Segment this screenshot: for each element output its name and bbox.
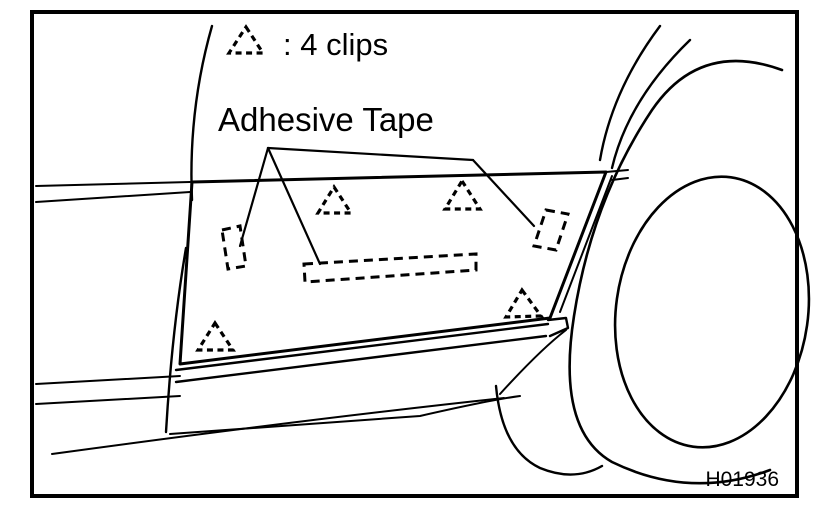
legend-clip-icon [226,24,266,55]
panel-lower-edge-2 [174,334,548,384]
wheel-arch-upper-2 [610,38,692,170]
adhesive-tape-label: Adhesive Tape [218,101,434,138]
tire-bottom-arc [494,384,604,476]
body-line-upper [35,181,191,187]
callout-leader-rear [471,158,536,228]
side-protector-panel [178,170,608,366]
figure-code: H01936 [705,468,779,491]
rocker-bottom-line [169,395,521,435]
figure-frame [30,10,799,498]
body-bottom-line [51,397,505,455]
panel-lower-edge [174,322,550,372]
panel-end-cap [546,316,570,338]
adhesive-tape-rear [532,208,570,252]
body-line-lower [35,375,181,385]
wheel-rim [613,175,811,449]
door-edge-lower-line [164,246,188,434]
body-line-upper-2 [35,191,191,203]
clip-icon [442,177,483,211]
callout-leader-top [266,146,475,162]
rocker-end-line [499,329,567,395]
tire-outer [568,59,784,485]
callout-leader-front [238,146,270,248]
adhesive-tape-center [302,252,478,284]
clip-icon [503,287,545,319]
body-line-lower-2 [35,395,181,405]
wheel-arch-upper [598,24,662,162]
callout-leader-center [266,146,322,266]
panel-rear-edge [559,175,613,313]
door-edge-line [190,24,214,202]
clip-icon [315,184,354,215]
adhesive-tape-front [220,224,248,271]
clip-icon [195,320,236,352]
legend-text: : 4 clips [283,27,388,62]
